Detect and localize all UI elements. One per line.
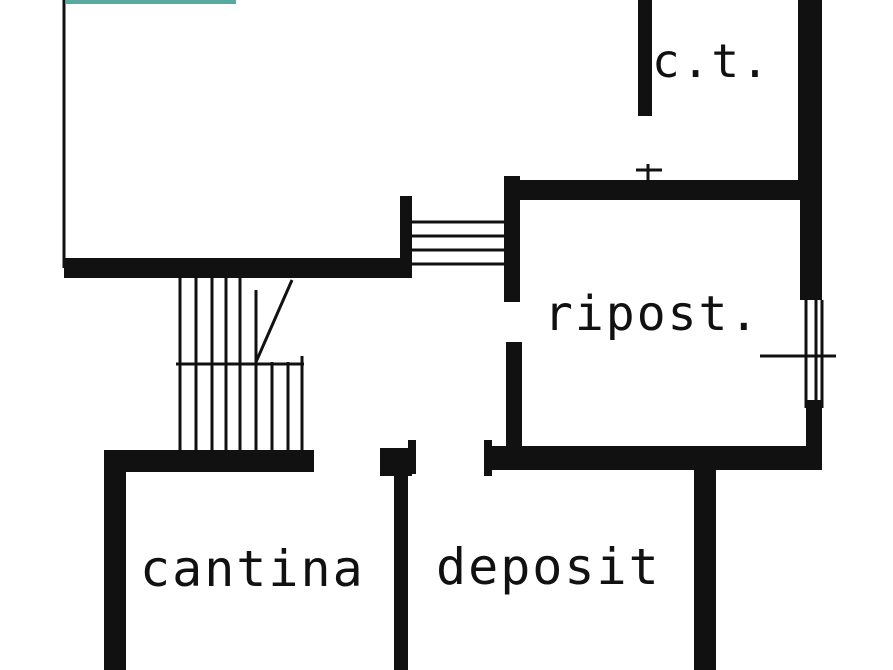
- deposit-right-wall: [694, 460, 716, 670]
- deposit-top-wall: [486, 446, 822, 470]
- deposit-left-door-jamb: [484, 440, 492, 476]
- ripost-left-wall-lower: [506, 342, 522, 450]
- ct-left-wall: [638, 0, 652, 116]
- cantina-left-wall: [104, 450, 126, 670]
- upper-horizontal-wall: [64, 258, 412, 278]
- ripost-right-wall: [800, 200, 822, 300]
- stair-diagonal: [254, 279, 294, 363]
- ct-right-wall: [798, 0, 822, 200]
- top-left-mark: [66, 0, 236, 4]
- ct-bottom-wall: [504, 180, 822, 200]
- stair-landing-post: [400, 196, 412, 278]
- ripost-left-wall-upper: [504, 176, 520, 302]
- room-label-deposit: deposit: [436, 538, 661, 596]
- cantina-top-wall: [104, 450, 314, 472]
- divider-door-jamb: [408, 440, 416, 474]
- divider-door-post: [380, 448, 412, 476]
- room-label-ripost: ripost.: [544, 286, 761, 342]
- divider-wall: [394, 452, 408, 670]
- room-label-ct: c.t.: [652, 34, 771, 88]
- room-label-cantina: cantina: [140, 540, 365, 598]
